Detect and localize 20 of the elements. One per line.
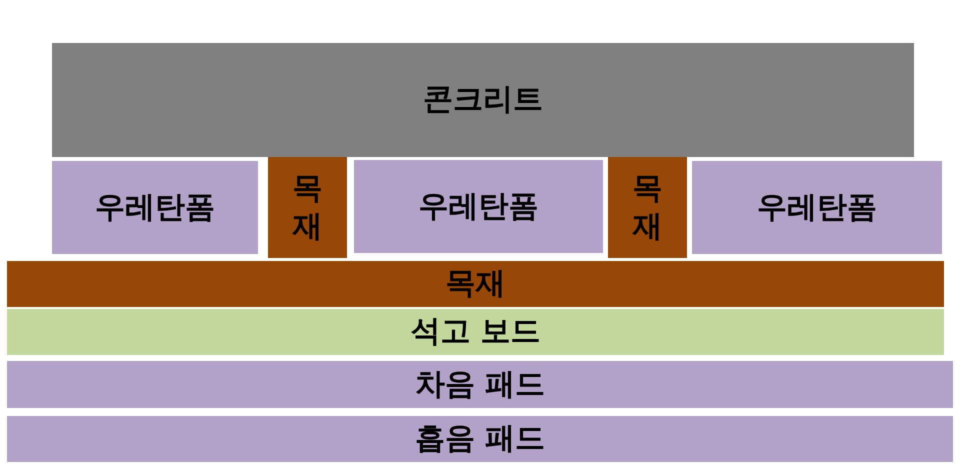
layer-label: 콘크리트 [423,82,543,118]
layer-label: 목재 [291,170,324,245]
layer-label: 석고 보드 [410,314,541,350]
timber-stud [608,157,687,258]
layer-label: 목재 [631,170,664,245]
sound-insulation-pad [7,361,953,408]
layer-label: 차음 패드 [414,366,546,402]
foam-panel [692,161,942,254]
foam-panel [52,161,258,254]
foam-panel [354,160,603,253]
layer-label: 우레탄폼 [95,190,215,226]
sound-absorbing-pad [7,416,953,462]
concrete-layer [52,43,914,157]
layer-label: 목재 [446,266,506,302]
layer-label: 우레탄폼 [757,190,877,226]
layer-label: 흡음 패드 [414,421,546,457]
timber-stud [268,157,347,258]
gypsum-board-layer [7,309,944,355]
layer-label: 우레탄폼 [418,188,538,224]
timber-layer [7,261,944,307]
